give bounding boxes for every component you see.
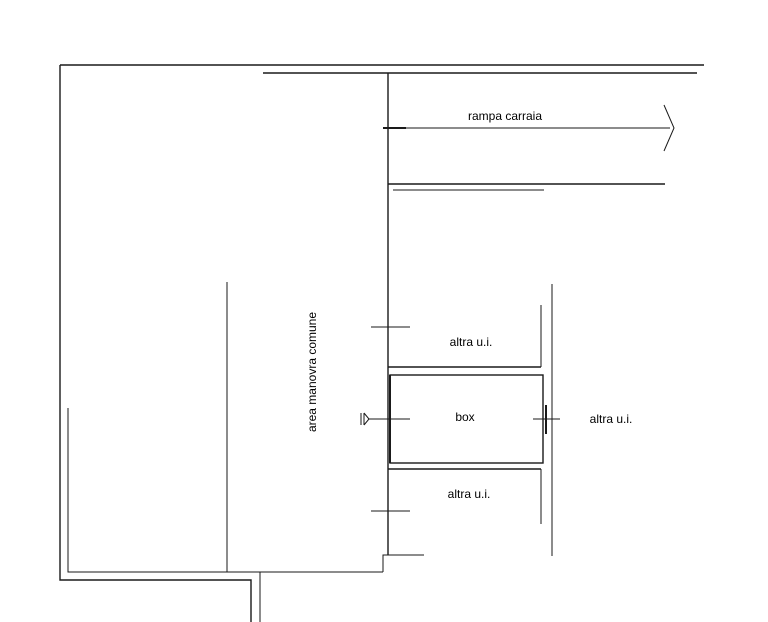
maneuver-area-label: area manovra comune — [305, 312, 319, 432]
ramp-arrow-head — [663, 104, 675, 152]
outer-left-wall-inner — [67, 408, 261, 622]
box-label: box — [455, 410, 474, 424]
ramp-label: rampa carraia — [468, 109, 542, 123]
bottom-wall-step — [382, 554, 388, 572]
upper-unit-label: altra u.i. — [450, 335, 493, 349]
box-door-symbol — [360, 412, 370, 426]
right-unit-label: altra u.i. — [590, 412, 633, 426]
outer-left-wall — [59, 65, 252, 622]
lower-unit-label: altra u.i. — [448, 487, 491, 501]
